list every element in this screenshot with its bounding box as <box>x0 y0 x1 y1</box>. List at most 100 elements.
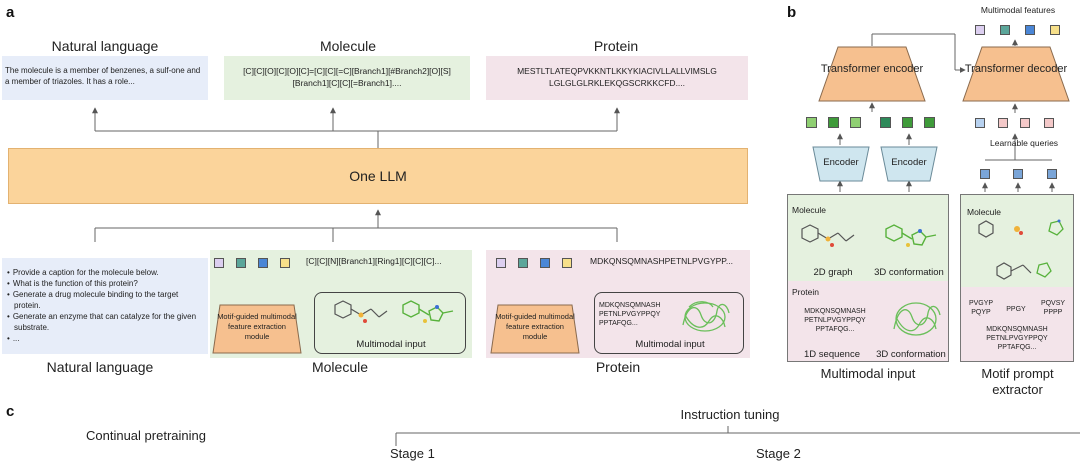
molecule-multimodal-input-box: Multimodal input <box>314 292 466 354</box>
mi-protein-sequence: MDKQNSQMNASH PETNLPVGYPPQY PPTAFQG... <box>804 308 866 333</box>
top-natural-language-box: The molecule is a member of benzenes, a … <box>2 56 208 100</box>
molecule-selfies-sequence: [C][C][N][Branch1][Ring1][C][C][C]... <box>306 256 442 266</box>
instruction-list: Provide a caption for the molecule below… <box>2 258 208 344</box>
encoded-token <box>806 117 817 128</box>
output-feature-square-yellow <box>1050 25 1060 35</box>
protein-3d-icon <box>893 302 941 336</box>
protein-multimodal-input-box: MDKQNSQMNASH PETNLPVGYPPQY PPTAFQG... Mu… <box>594 292 744 354</box>
bottom-molecule-caption: Molecule <box>311 359 369 375</box>
encoder-shape <box>812 146 870 182</box>
motif-token-2: PPGY <box>1006 306 1026 313</box>
encoder-label-2: Encoder <box>891 157 927 168</box>
instruction-item: ... <box>13 333 204 344</box>
protein-multimodal-input-label: Multimodal input <box>635 339 705 350</box>
learnable-queries-label: Learnable queries <box>990 138 1059 148</box>
feature-square-blue <box>540 258 550 268</box>
query-token <box>1020 118 1030 128</box>
protein-input-sequence: MDKQNSQMNASH PETNLPVGYPPQY PPTAFQG... <box>599 302 661 327</box>
top-protein-title: Protein <box>593 38 639 54</box>
protein-structure-icon <box>682 301 730 332</box>
panel-label-a: a <box>6 4 15 21</box>
prompt-token <box>980 169 990 179</box>
motif-protein-region <box>961 287 1073 361</box>
motif-prompt-panel: Molecule PVGYP PQYP PPGY PQVSY PPPP MDKQ… <box>960 194 1074 362</box>
output-feature-square-lilac <box>975 25 985 35</box>
one-llm-label: One LLM <box>349 168 407 184</box>
feature-square-lilac <box>214 258 224 268</box>
mp-molecule-label: Molecule <box>967 207 1002 217</box>
output-feature-square-teal <box>1000 25 1010 35</box>
top-natural-language-text: The molecule is a member of benzenes, a … <box>5 66 201 86</box>
bottom-protein-box: MDKQNSQMNASHPETNLPVGYPP... Motif-guided … <box>486 250 750 358</box>
motif-molecule-icon <box>978 219 1064 280</box>
motif-token-3: PQVSY PPPP <box>1040 300 1066 316</box>
query-token <box>1044 118 1054 128</box>
instruction-item: What is the function of this protein? <box>13 278 204 289</box>
mp-protein-sequence: MDKQNSQMNASH PETNLPVGYPPQY PPTAFQG... <box>986 326 1048 351</box>
feature-square-yellow <box>280 258 290 268</box>
conformation-3d-label: 3D conformation <box>874 267 944 278</box>
query-token <box>998 118 1008 128</box>
top-molecule-text: [C][C][O][C][O][C]=[C][C][=C][Branch1][#… <box>243 66 451 88</box>
query-token <box>975 118 985 128</box>
mi-molecule-label: Molecule <box>792 205 827 215</box>
multimodal-molecule-region <box>788 195 948 281</box>
motif-molecule-region <box>961 195 1073 287</box>
instruction-item: Provide a caption for the molecule below… <box>13 267 204 278</box>
top-protein-box: MESTLTLATEQPVKKNTLKKYKIACIVLLALLVIMSLG L… <box>486 56 748 100</box>
feature-square-lilac <box>496 258 506 268</box>
molecule-feature-extraction-module: Motif-guided multimodal feature extracti… <box>217 312 297 341</box>
protein-feature-extraction-module: Motif-guided multimodal feature extracti… <box>495 312 575 341</box>
transformer-encoder-label: Transformer encoder <box>820 63 924 75</box>
bottom-molecule-box: [C][C][N][Branch1][Ring1][C][C][C]... Mo… <box>210 250 472 358</box>
bottom-natural-language-caption: Natural language <box>46 359 154 375</box>
encoder-shape <box>880 146 938 182</box>
encoded-token <box>924 117 935 128</box>
one-llm-block: One LLM <box>8 148 748 204</box>
molecule-2d-3d-icon <box>801 224 937 247</box>
instruction-tuning-label: Instruction tuning <box>680 407 780 422</box>
stage-2-label: Stage 2 <box>756 446 801 461</box>
transformer-encoder-shape <box>818 46 926 102</box>
top-protein-text: MESTLTLATEQPVKKNTLKKYKIACIVLLALLVIMSLG L… <box>517 66 717 88</box>
motif-prompt-extractor-caption: Motif prompt extractor <box>981 366 1054 397</box>
prompt-token <box>1013 169 1023 179</box>
feature-extraction-module-shape <box>212 304 302 354</box>
encoder-label-1: Encoder <box>823 157 859 168</box>
molecule-multimodal-input-label: Multimodal input <box>356 339 426 350</box>
top-molecule-box: [C][C][O][C][O][C]=[C][C][=C][Branch1][#… <box>224 56 470 100</box>
transformer-decoder-shape <box>962 46 1070 102</box>
encoded-token <box>850 117 861 128</box>
multimodal-features-title: Multimodal features <box>980 5 1056 15</box>
multimodal-input-caption: Multimodal input <box>820 366 916 381</box>
motif-token-1: PVGYP PQYP <box>968 300 994 316</box>
graph-2d-label: 2D graph <box>813 267 853 278</box>
panel-label-c: c <box>6 403 15 420</box>
stage-1-label: Stage 1 <box>390 446 435 461</box>
panel-label-b: b <box>787 4 797 21</box>
continual-pretraining-label: Continual pretraining <box>86 428 206 443</box>
encoded-token <box>828 117 839 128</box>
bottom-natural-language-box: Provide a caption for the molecule below… <box>2 258 208 354</box>
instruction-item: Generate a drug molecule binding to the … <box>13 289 204 311</box>
encoded-token <box>880 117 891 128</box>
multimodal-input-panel: Molecule 2D graph 3D conformation Protei… <box>787 194 949 362</box>
feature-extraction-module-shape <box>490 304 580 354</box>
bottom-protein-caption: Protein <box>595 359 641 375</box>
top-molecule-title: Molecule <box>319 38 377 54</box>
feature-square-yellow <box>562 258 572 268</box>
mi-protein-label: Protein <box>792 287 819 297</box>
sequence-1d-label: 1D sequence <box>804 349 860 360</box>
output-feature-square-blue <box>1025 25 1035 35</box>
molecule-structure-icon <box>334 300 454 323</box>
protein-conformation-3d-label: 3D conformation <box>876 349 946 360</box>
instruction-item: Generate an enzyme that can catalyze for… <box>13 311 204 333</box>
protein-sequence: MDKQNSQMNASHPETNLPVGYPP... <box>590 256 733 266</box>
prompt-token <box>1047 169 1057 179</box>
transformer-decoder-label: Transformer decoder <box>964 63 1068 75</box>
feature-square-blue <box>258 258 268 268</box>
feature-square-teal <box>236 258 246 268</box>
encoded-token <box>902 117 913 128</box>
feature-square-teal <box>518 258 528 268</box>
top-natural-language-title: Natural language <box>51 38 159 54</box>
